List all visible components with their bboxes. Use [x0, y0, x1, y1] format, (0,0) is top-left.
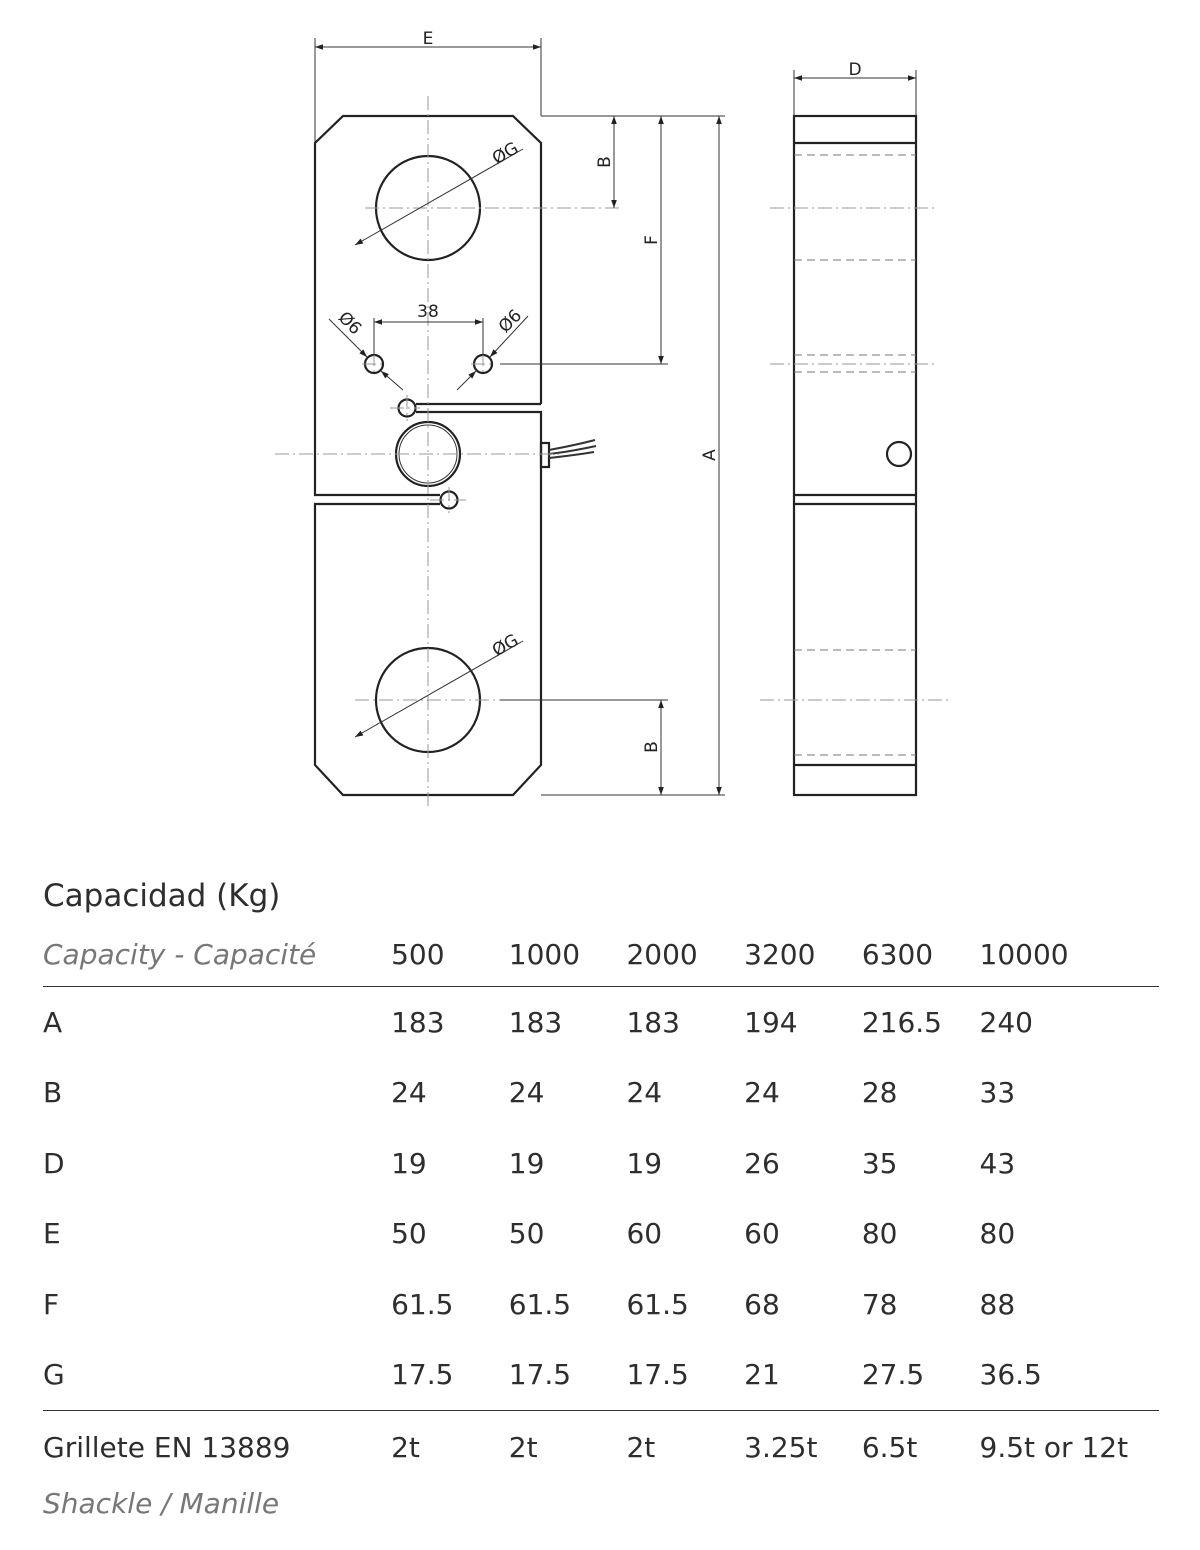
shackle-cell: 2t	[626, 1430, 656, 1464]
table-cell: 17.5	[508, 1358, 572, 1392]
side-view: D	[760, 60, 948, 797]
table-cell: 183	[626, 1005, 680, 1039]
dim-label-hole-spacing: 38	[417, 302, 439, 322]
dim-label-D: D	[848, 60, 861, 80]
table-title: Capacidad (Kg)	[43, 878, 281, 914]
table-cell: 88	[979, 1287, 1016, 1321]
table-cell: 216.5	[861, 1005, 942, 1039]
table-cell: 17.5	[391, 1358, 454, 1392]
dim-label-phiG-top: ØG	[489, 138, 522, 169]
table-cell: 24	[508, 1076, 545, 1110]
row-label: A	[43, 1005, 63, 1039]
table-cell: 17.5	[626, 1358, 689, 1392]
shackle-sublabel: Shackle / Manille	[43, 1486, 280, 1520]
table-cell: 61.5	[508, 1287, 572, 1321]
table-cell: 21	[744, 1358, 780, 1392]
table-cell: 78	[861, 1287, 898, 1321]
table-cell: 80	[861, 1217, 898, 1251]
divider	[43, 1410, 1159, 1411]
table-cell: 24	[744, 1076, 780, 1110]
table-cell: 36.5	[979, 1358, 1042, 1392]
capacity-cell: 3200	[744, 937, 816, 971]
technical-drawing: E B F A B ØG ØG Ø6 Ø6 38 D	[275, 29, 948, 808]
table-row: G 17.5 17.5 17.5 21 27.5 36.5	[43, 1340, 1159, 1411]
table-cell: 183	[508, 1005, 563, 1039]
table-cell: 19	[508, 1146, 545, 1180]
table-row: E 50 50 60 60 80 80	[43, 1199, 1159, 1270]
table-cell: 19	[626, 1146, 663, 1180]
row-label: D	[43, 1146, 65, 1180]
table-cell: 24	[391, 1076, 427, 1110]
table-cell: 35	[861, 1146, 898, 1180]
dim-label-B-top: B	[595, 156, 615, 168]
table-cell: 43	[979, 1146, 1016, 1180]
table-subtitle: Capacity - Capacité	[43, 937, 317, 971]
capacity-cell: 2000	[626, 937, 698, 971]
dim-label-phiG-bottom: ØG	[489, 630, 522, 661]
cable-exit	[885, 440, 913, 468]
table-cell: 24	[626, 1076, 663, 1110]
table-cell: 80	[979, 1217, 1016, 1251]
shackle-cell: 9.5t or 12t	[979, 1430, 1129, 1464]
capacity-cell: 10000	[979, 937, 1069, 971]
table-cell: 28	[861, 1076, 898, 1110]
dim-label-E: E	[423, 29, 434, 49]
table-row: B 24 24 24 24 28 33	[43, 1058, 1159, 1129]
table-cell: 60	[626, 1217, 663, 1251]
cable-gland	[539, 441, 551, 469]
cable	[548, 439, 597, 459]
capacity-cell: 500	[391, 937, 445, 971]
front-view: E B F A B ØG ØG Ø6 Ø6 38	[275, 29, 725, 808]
table-row: F 61.5 61.5 61.5 68 78 88	[43, 1269, 1159, 1340]
dim-label-B-bottom: B	[642, 741, 662, 753]
table-cell: 19	[391, 1146, 427, 1180]
table-cell: 183	[391, 1005, 445, 1039]
table-cell: 27.5	[861, 1358, 925, 1392]
table-cell: 61.5	[626, 1287, 689, 1321]
table-cell: 50	[391, 1217, 427, 1251]
divider	[43, 986, 1159, 987]
dim-label-phi6-left: Ø6	[334, 308, 365, 339]
row-label: E	[43, 1217, 61, 1251]
table-cell: 60	[744, 1217, 780, 1251]
table-cell: 33	[979, 1076, 1016, 1110]
dim-label-F: F	[642, 235, 662, 245]
shackle-label: Grillete EN 13889	[43, 1430, 291, 1464]
dim-label-A: A	[700, 449, 720, 461]
row-label: F	[43, 1287, 60, 1321]
table-cell: 240	[979, 1005, 1033, 1039]
capacity-cell: 1000	[508, 937, 581, 971]
shackle-cell: 6.5t	[861, 1430, 918, 1464]
shackle-cell: 3.25t	[744, 1430, 818, 1464]
table-cell: 68	[744, 1287, 780, 1321]
table-cell: 194	[744, 1005, 798, 1039]
capacity-cell: 6300	[861, 937, 934, 971]
shackle-cell: 2t	[508, 1430, 538, 1464]
capacity-header-row: Capacity - Capacité 500 1000 2000 3200 6…	[43, 924, 1159, 984]
dimensions-table: Capacidad (Kg) Capacity - Capacité 500 1…	[43, 868, 1159, 1523]
table-row: A 183 183 183 194 216.5 240	[43, 987, 1159, 1058]
shackle-row: Grillete EN 13889 2t 2t 2t 3.25t 6.5t 9.…	[43, 1411, 1159, 1483]
row-label: B	[43, 1076, 63, 1110]
table-cell: 50	[508, 1217, 545, 1251]
table-cell: 61.5	[391, 1287, 454, 1321]
table-row: D 19 19 19 26 35 43	[43, 1128, 1159, 1199]
row-label: G	[43, 1358, 65, 1392]
table-cell: 26	[744, 1146, 780, 1180]
dim-label-phi6-right: Ø6	[495, 306, 526, 337]
shackle-cell: 2t	[391, 1430, 420, 1464]
